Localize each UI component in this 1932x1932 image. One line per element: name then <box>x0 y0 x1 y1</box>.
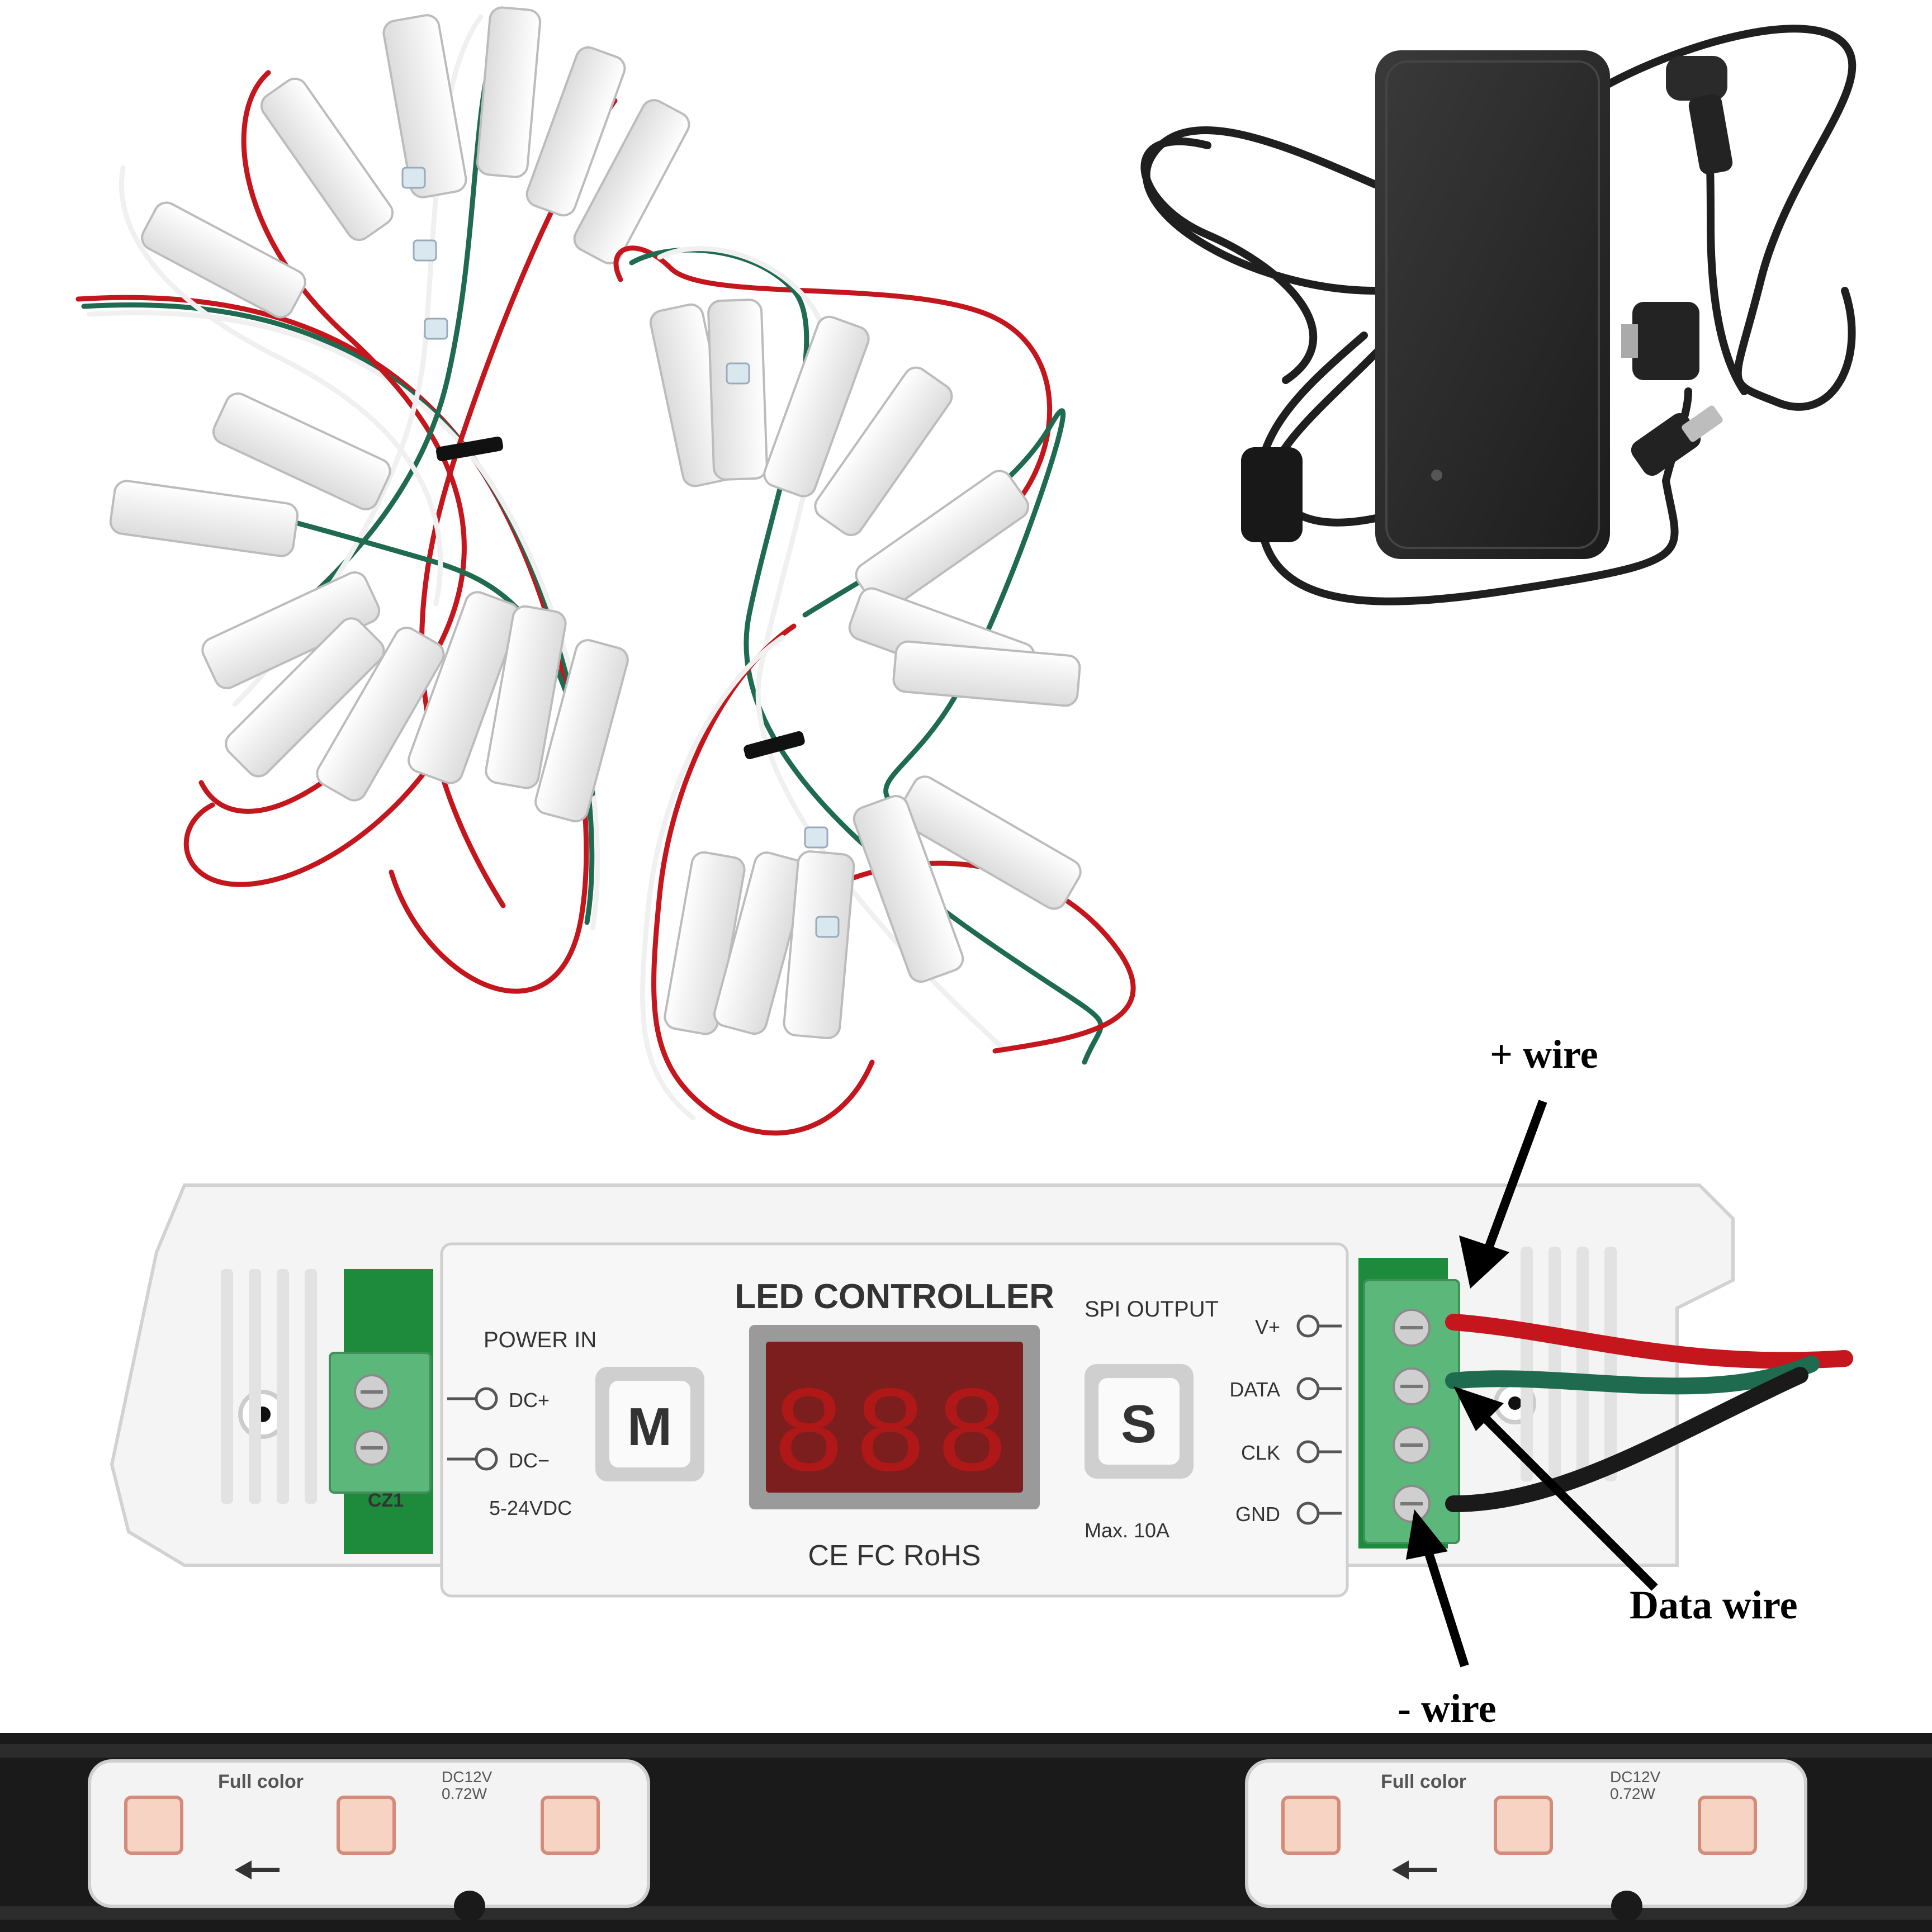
out-v-label: V+ <box>1255 1315 1280 1338</box>
out-clk-label: CLK <box>1241 1441 1280 1464</box>
spi-output-label: SPI OUTPUT <box>1085 1297 1219 1322</box>
data-wire-callout: Data wire <box>1630 1583 1798 1627</box>
segment-display: 888 <box>772 1368 1017 1508</box>
led-controller: LED CONTROLLER POWER IN DC+ DC− 5-24VDC … <box>110 1183 1853 1598</box>
voltage-label: 5-24VDC <box>489 1497 572 1519</box>
m-button-label: M <box>627 1397 672 1457</box>
led-module-string-center <box>613 245 1136 1136</box>
module-1-spec-voltage: DC12V <box>442 1768 493 1786</box>
led-module-string-left <box>75 6 690 994</box>
dc-minus-label: DC− <box>509 1449 550 1472</box>
minus-wire-callout: - wire <box>1398 1686 1497 1731</box>
module-2-name: Full color <box>1381 1771 1466 1792</box>
controller-title: LED CONTROLLER <box>735 1277 1054 1316</box>
power-adapter <box>1140 25 1857 605</box>
module-2-spec-power: 0.72W <box>1610 1785 1655 1802</box>
callout-arrows <box>1406 1100 1658 1668</box>
module-1-spec-power: 0.72W <box>442 1785 487 1802</box>
led-modules-on-rail: Full color DC12V 0.72W Full color DC12V … <box>0 1733 1932 1932</box>
dc-plus-label: DC+ <box>509 1389 550 1412</box>
out-gnd-label: GND <box>1235 1503 1280 1526</box>
certification-label: CE FC RoHS <box>808 1540 981 1572</box>
max-current-label: Max. 10A <box>1085 1519 1169 1542</box>
module-1-name: Full color <box>218 1771 304 1792</box>
out-data-label: DATA <box>1229 1378 1280 1401</box>
module-2-spec-voltage: DC12V <box>1610 1768 1661 1786</box>
plus-wire-callout: + wire <box>1490 1032 1598 1077</box>
s-button-label: S <box>1121 1394 1157 1454</box>
power-in-label: POWER IN <box>484 1328 596 1352</box>
terminal-label: CZ1 <box>368 1490 404 1511</box>
